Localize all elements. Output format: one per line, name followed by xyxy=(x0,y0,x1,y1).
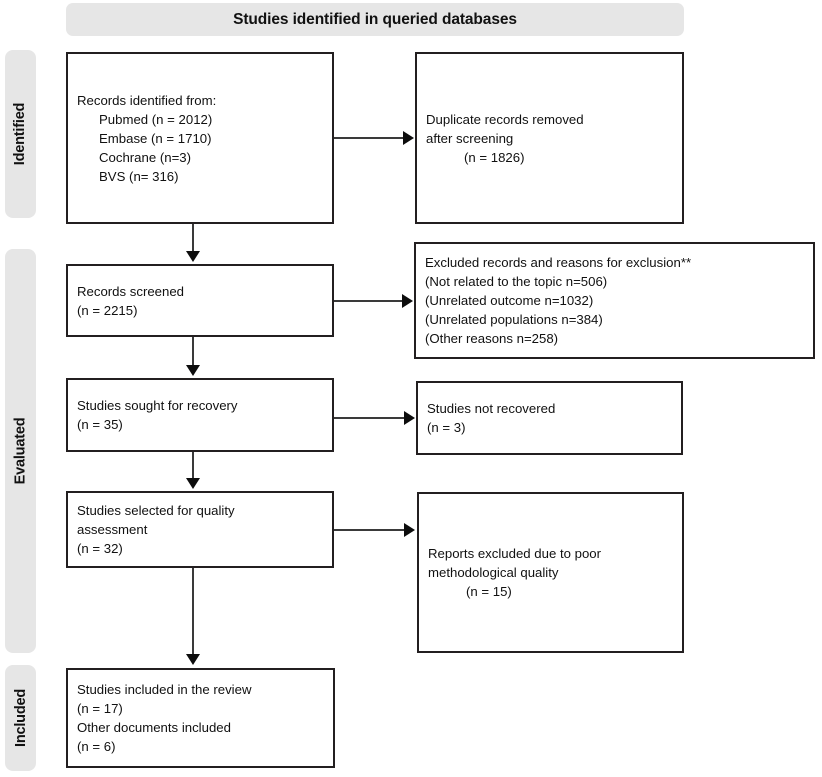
stage-label-evaluated-text: Evaluated xyxy=(12,417,29,485)
connector-screened-to-excluded xyxy=(334,300,406,302)
box-records-identified-body: Records identified from: Pubmed (n = 201… xyxy=(68,91,332,186)
arrowhead-down-icon xyxy=(186,365,200,376)
connector-sought-to-not-recovered xyxy=(334,417,408,419)
text-line: (n = 6) xyxy=(77,739,116,754)
box-studies-not-recovered-body: Studies not recovered (n = 3) xyxy=(418,399,681,437)
text-line: Records screened xyxy=(77,283,185,299)
box-reports-excluded: Reports excluded due to poor methodologi… xyxy=(417,492,684,653)
text-line: (Other reasons n=258) xyxy=(425,331,559,346)
connector-selected-to-included xyxy=(192,568,194,654)
text-line: assessment xyxy=(77,522,148,537)
box-duplicates-removed: Duplicate records removed after screenin… xyxy=(415,52,684,224)
text-line: Reports excluded due to poor xyxy=(428,546,602,561)
box-studies-selected: Studies selected for quality assessment … xyxy=(66,491,334,568)
arrowhead-right-icon xyxy=(404,411,415,425)
text-line: Pubmed (n = 2012) xyxy=(99,111,213,127)
arrowhead-down-icon xyxy=(186,251,200,262)
connector-screened-to-sought xyxy=(192,337,194,368)
text-line: BVS (n= 316) xyxy=(99,168,179,184)
text-line: after screening xyxy=(426,130,514,146)
box-studies-not-recovered: Studies not recovered (n = 3) xyxy=(416,381,683,455)
box-studies-included-body: Studies included in the review (n = 17) … xyxy=(68,680,333,756)
connector-selected-to-reports-excluded xyxy=(334,529,408,531)
text-line: Studies sought for recovery xyxy=(77,398,238,413)
box-studies-selected-body: Studies selected for quality assessment … xyxy=(68,501,332,558)
box-records-screened: Records screened (n = 2215) xyxy=(66,264,334,337)
arrowhead-down-icon xyxy=(186,478,200,489)
stage-label-evaluated: Evaluated xyxy=(5,249,36,653)
text-line: Excluded records and reasons for exclusi… xyxy=(425,255,692,270)
text-line: Records identified from: xyxy=(77,92,217,108)
text-line: (n = 3) xyxy=(427,420,466,435)
text-line: (n = 32) xyxy=(77,541,123,556)
text-line: Embase (n = 1710) xyxy=(99,130,212,146)
stage-label-identified-text: Identified xyxy=(12,102,29,166)
text-line: (Not related to the topic n=506) xyxy=(425,274,608,289)
text-line: (n = 15) xyxy=(466,584,512,599)
text-line: (Unrelated populations n=384) xyxy=(425,312,603,327)
connector-sought-to-selected xyxy=(192,452,194,480)
box-excluded-records-body: Excluded records and reasons for exclusi… xyxy=(416,244,813,348)
stage-label-identified: Identified xyxy=(5,50,36,218)
text-line: Studies not recovered xyxy=(427,401,556,416)
connector-identified-to-duplicates xyxy=(334,137,407,139)
text-line: Cochrane (n=3) xyxy=(99,149,191,165)
diagram-banner: Studies identified in queried databases xyxy=(66,3,684,36)
text-line: (Unrelated outcome n=1032) xyxy=(425,293,594,308)
connector-identified-to-screened xyxy=(192,224,194,254)
box-records-screened-body: Records screened (n = 2215) xyxy=(68,282,332,320)
text-line: Studies included in the review xyxy=(77,682,252,697)
box-studies-included: Studies included in the review (n = 17) … xyxy=(66,668,335,768)
arrowhead-down-icon xyxy=(186,654,200,665)
text-line: (n = 35) xyxy=(77,417,123,432)
box-records-identified: Records identified from: Pubmed (n = 201… xyxy=(66,52,334,224)
text-line: methodological quality xyxy=(428,565,559,580)
arrowhead-right-icon xyxy=(404,523,415,537)
box-studies-sought: Studies sought for recovery (n = 35) xyxy=(66,378,334,452)
stage-label-included: Included xyxy=(5,665,36,771)
text-line: Duplicate records removed xyxy=(426,111,584,127)
text-line: Studies selected for quality xyxy=(77,503,235,518)
diagram-title: Studies identified in queried databases xyxy=(233,10,517,28)
text-line: Other documents included xyxy=(77,720,231,735)
text-line: (n = 2215) xyxy=(77,302,138,318)
box-studies-sought-body: Studies sought for recovery (n = 35) xyxy=(68,396,332,434)
stage-label-included-text: Included xyxy=(12,688,29,748)
arrowhead-right-icon xyxy=(403,131,414,145)
box-duplicates-removed-body: Duplicate records removed after screenin… xyxy=(417,110,682,167)
arrowhead-right-icon xyxy=(402,294,413,308)
box-excluded-records: Excluded records and reasons for exclusi… xyxy=(414,242,815,359)
box-reports-excluded-body: Reports excluded due to poor methodologi… xyxy=(419,544,682,601)
text-line: (n = 1826) xyxy=(464,149,525,165)
text-line: (n = 17) xyxy=(77,701,123,716)
